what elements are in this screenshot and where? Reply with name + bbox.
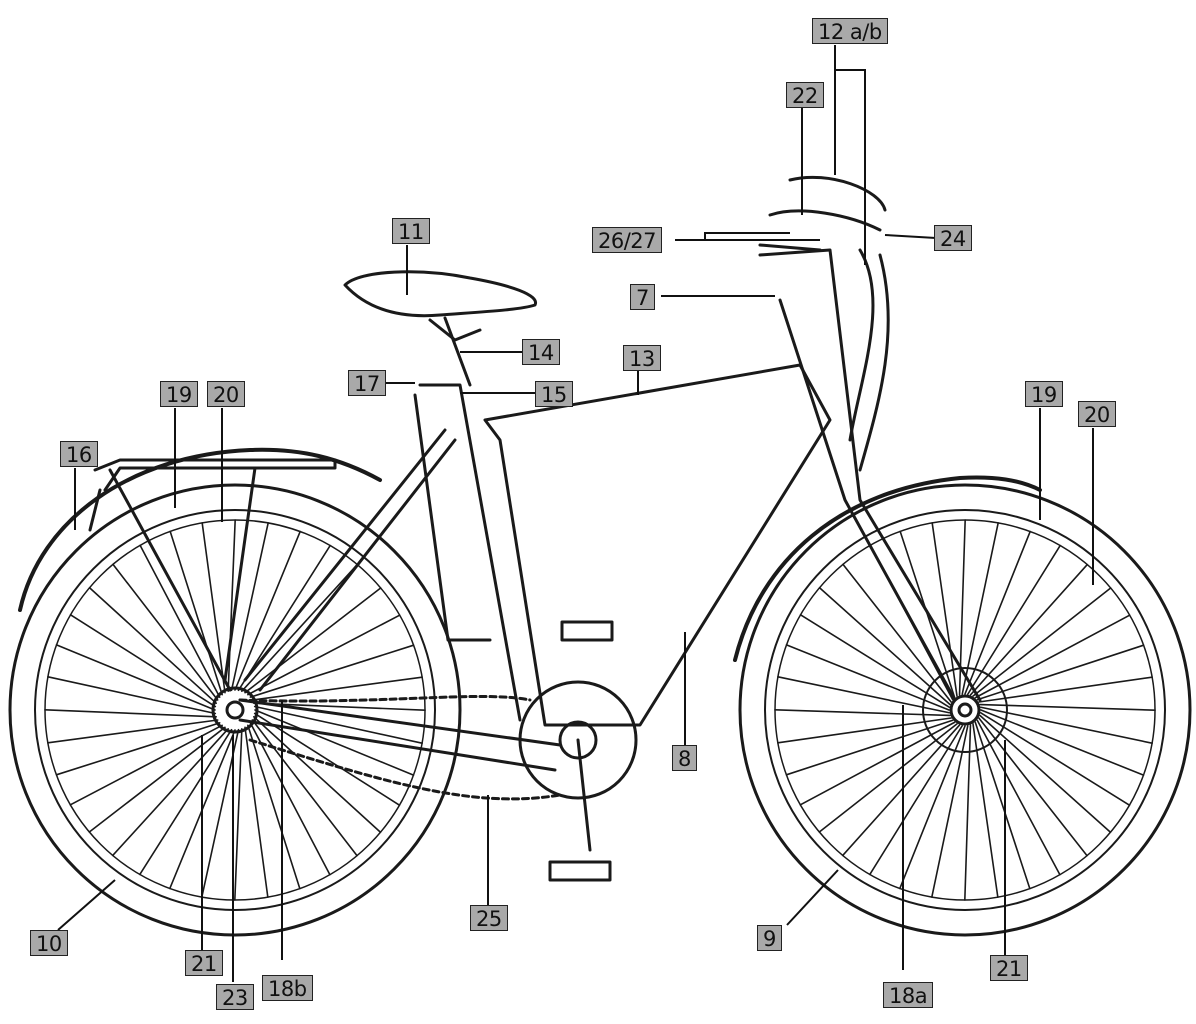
spoke	[869, 724, 964, 876]
spoke	[47, 676, 217, 715]
spoke	[249, 644, 415, 698]
spoke	[961, 522, 999, 696]
spoke	[234, 727, 243, 901]
spoke	[55, 644, 216, 711]
handlebar	[758, 175, 890, 472]
spoke	[244, 726, 269, 898]
callout-23: 23	[216, 984, 254, 1010]
callout-13: 13	[623, 345, 661, 371]
callout-18b: 18b	[262, 975, 313, 1001]
spoke	[799, 721, 956, 806]
spoke	[44, 709, 218, 718]
spoke	[244, 587, 382, 694]
spoke	[230, 522, 269, 692]
spoke	[69, 614, 217, 708]
front-mudguard	[733, 475, 1042, 662]
spoke	[979, 703, 1156, 711]
spoke	[201, 522, 226, 694]
spoke	[978, 676, 1153, 703]
spoke	[169, 530, 223, 696]
spoke	[979, 714, 1112, 834]
callout-14: 14	[522, 339, 560, 365]
spoke	[47, 719, 219, 744]
spoke	[785, 719, 954, 776]
spoke	[799, 614, 951, 709]
spoke	[818, 723, 958, 833]
spoke	[247, 724, 301, 890]
callout-21-front: 21	[990, 955, 1028, 981]
spoke	[818, 586, 951, 706]
spoke	[139, 544, 221, 698]
callout-18a: 18a	[883, 982, 934, 1008]
callout-26-27: 26/27	[592, 227, 663, 253]
spoke	[976, 719, 1061, 876]
spoke	[974, 721, 1031, 890]
spoke	[111, 727, 229, 857]
spoke	[88, 586, 218, 704]
callout-21-rear: 21	[185, 950, 223, 976]
spoke	[972, 723, 999, 898]
callout-19-front: 19	[1025, 381, 1063, 407]
spoke	[980, 709, 1145, 776]
spoke	[251, 719, 358, 857]
spoke	[247, 614, 401, 696]
callout-20-rear: 20	[207, 381, 245, 407]
spoke	[931, 522, 958, 697]
spoke	[966, 544, 1061, 696]
frame	[238, 248, 982, 772]
spoke	[241, 563, 359, 693]
saddle	[343, 270, 537, 387]
spoke	[978, 717, 1088, 857]
callout-11: 11	[392, 218, 430, 244]
callout-25: 25	[470, 905, 508, 931]
callout-22: 22	[786, 82, 824, 108]
spoke	[972, 587, 1112, 697]
callout-12ab: 12 a/b	[812, 18, 888, 44]
rear-rack	[88, 458, 337, 692]
spoke	[979, 711, 1131, 806]
spoke	[249, 722, 331, 876]
callout-24: 24	[934, 225, 972, 251]
callout-20-front: 20	[1078, 401, 1116, 427]
callout-16: 16	[60, 441, 98, 467]
spoke	[969, 563, 1089, 696]
front-wheel	[738, 483, 1192, 937]
spoke	[237, 544, 331, 692]
callout-8: 8	[672, 745, 697, 771]
spoke	[899, 725, 966, 890]
spoke	[251, 676, 423, 701]
drivetrain	[238, 620, 638, 882]
spoke	[979, 706, 1153, 744]
spoke	[774, 709, 951, 717]
spoke	[785, 644, 950, 711]
callout-17: 17	[348, 370, 386, 396]
spoke	[931, 724, 969, 898]
spoke	[974, 614, 1131, 699]
spoke	[234, 530, 301, 691]
spoke	[777, 676, 951, 714]
rear-wheel	[8, 483, 462, 937]
spoke	[227, 519, 236, 693]
spoke	[69, 724, 223, 806]
callout-10: 10	[30, 930, 68, 956]
callout-19-rear: 19	[160, 381, 198, 407]
spoke	[964, 530, 1031, 695]
spoke	[112, 563, 219, 701]
spoke	[252, 716, 382, 834]
spoke	[253, 712, 401, 806]
spoke	[841, 724, 961, 857]
callout-9: 9	[757, 925, 782, 951]
spoke	[777, 717, 952, 744]
spoke	[55, 722, 221, 776]
spoke	[976, 644, 1145, 701]
callout-7: 7	[630, 284, 655, 310]
spoke	[964, 724, 972, 901]
callout-15: 15	[535, 381, 573, 407]
spoke	[842, 563, 952, 703]
spoke	[139, 728, 233, 876]
